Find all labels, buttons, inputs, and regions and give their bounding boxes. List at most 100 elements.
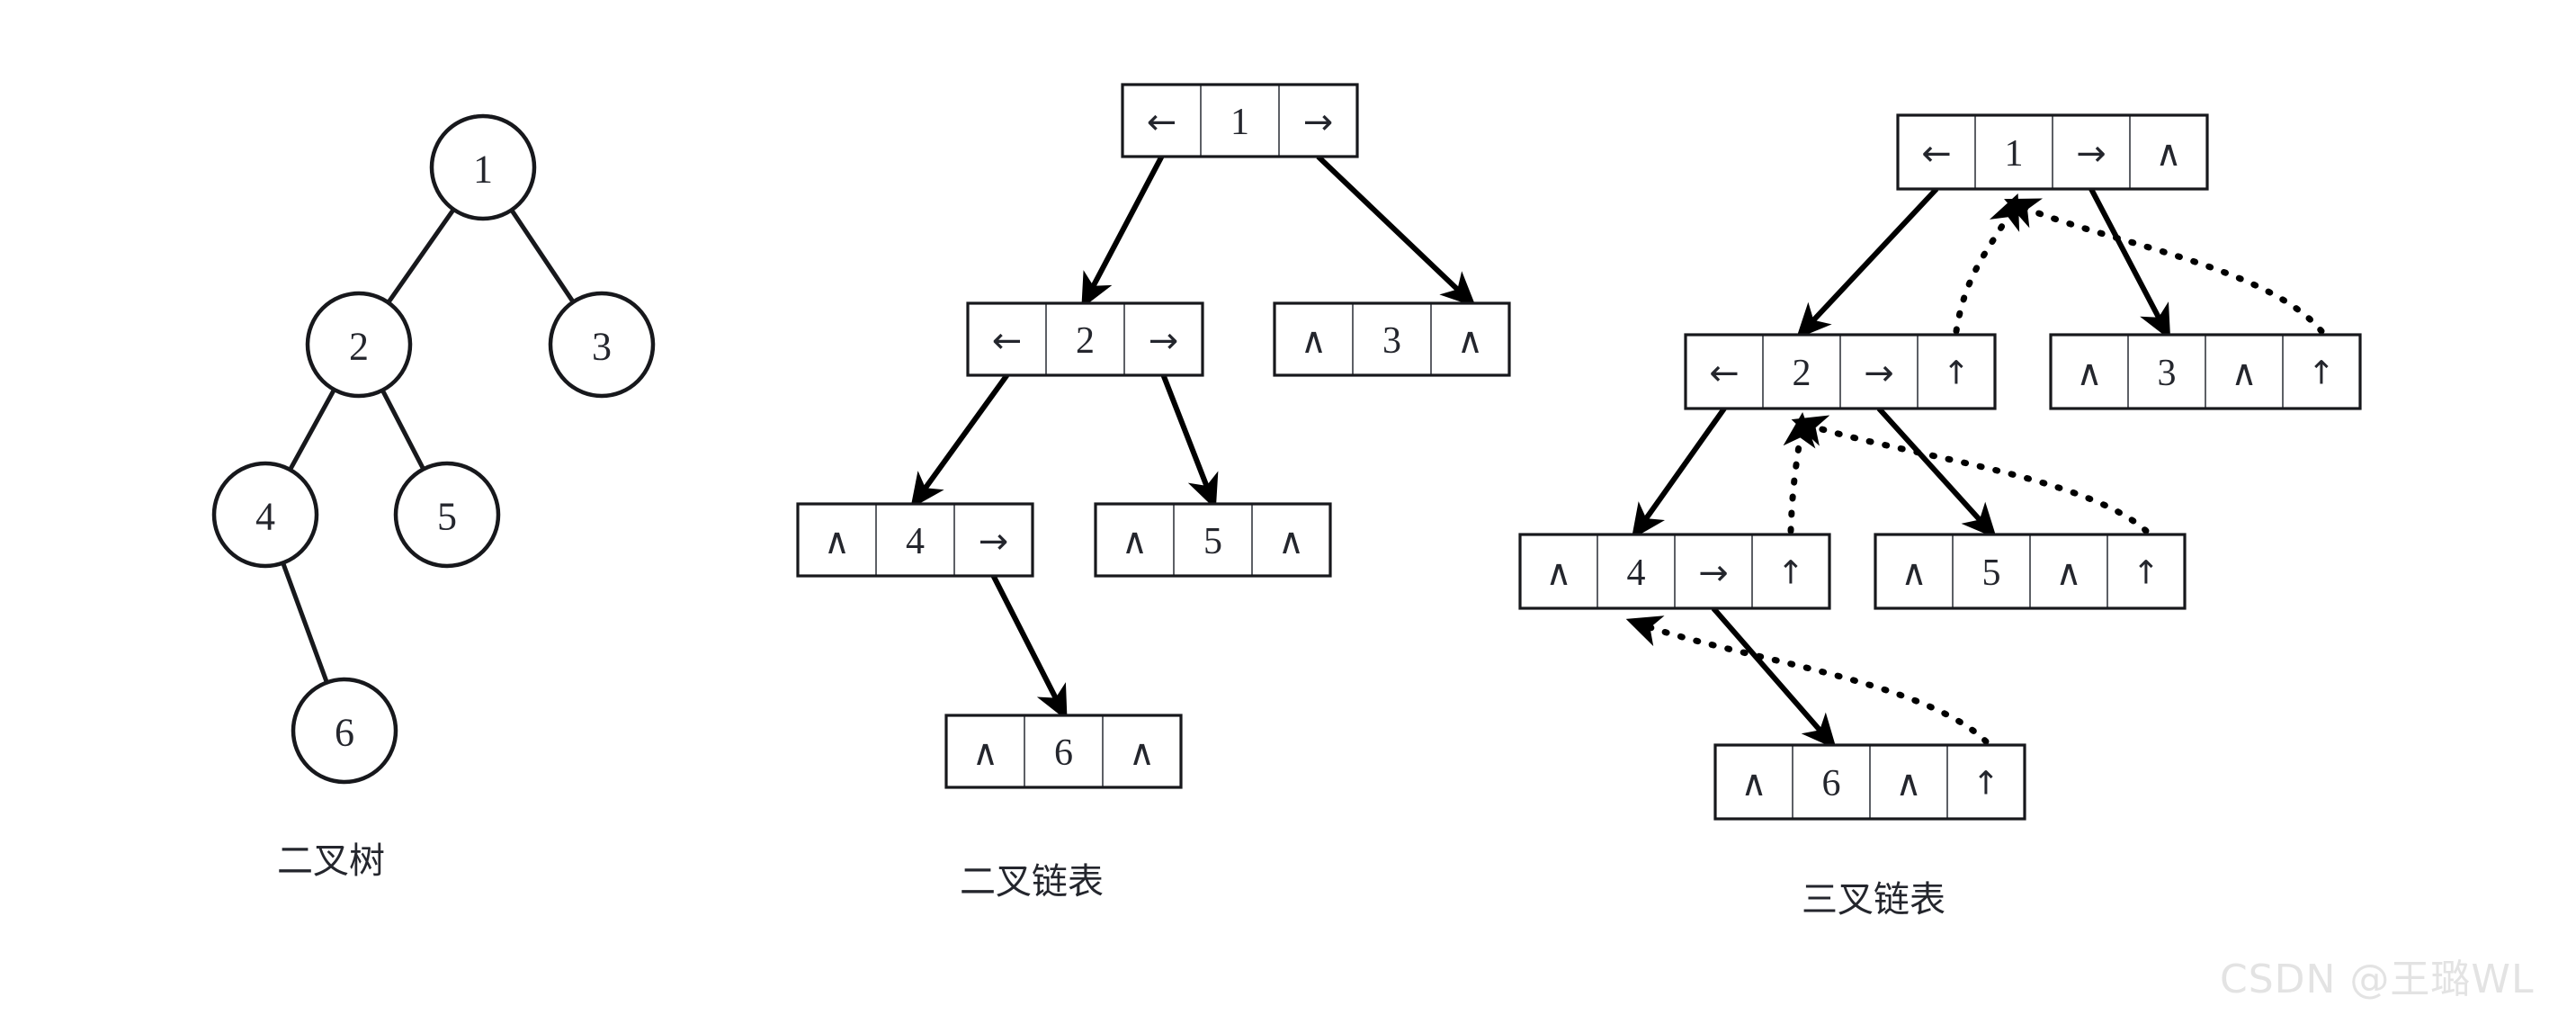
cell-label-trinary-linked-list-2-1: 2 xyxy=(1793,353,1811,394)
cell-label-trinary-linked-list-4-1: 4 xyxy=(1627,552,1646,594)
cell-label-binary-linked-list-4-0: ∧ xyxy=(824,521,850,562)
tree-node-label-5: 5 xyxy=(437,495,457,539)
parent-link-trinary-linked-list-4-2 xyxy=(1783,412,1816,534)
parent-link-trinary-linked-list-3-1 xyxy=(2004,198,2325,335)
node-outline-binary-linked-list-3 xyxy=(1273,301,1511,377)
cell-label-trinary-linked-list-6-2: ∧ xyxy=(1895,763,1921,804)
cell-label-trinary-linked-list-5-2: ∧ xyxy=(2055,552,2081,594)
cell-label-binary-linked-list-3-0: ∧ xyxy=(1301,320,1327,362)
cell-label-trinary-linked-list-5-3: ↑ xyxy=(2133,555,2160,592)
list-links-layer xyxy=(910,154,2325,750)
child-link-binary-linked-list-1-2 xyxy=(1081,155,1165,309)
cell-label-binary-linked-list-3-1: 3 xyxy=(1382,320,1401,362)
tree-node-2 xyxy=(305,291,413,399)
cell-label-trinary-linked-list-2-3: ↑ xyxy=(1943,355,1970,392)
child-link-binary-linked-list-2-5 xyxy=(1160,373,1219,510)
cell-label-trinary-linked-list-1-3: ∧ xyxy=(2155,133,2181,175)
list-nodes-layer: ←1→←2→∧3∧∧4→∧5∧∧6∧←1→∧←2→↑∧3∧↑∧4→↑∧5∧↑∧6… xyxy=(796,83,2362,821)
cell-box-trinary-linked-list-1-2 xyxy=(2052,114,2131,190)
tree-nodes-layer: 1 2 3 4 5 6 xyxy=(211,113,656,785)
tree-node-5 xyxy=(393,461,501,569)
cell-label-binary-linked-list-4-2: → xyxy=(979,521,1009,562)
list-node-trinary-linked-list-4: ∧ 4 → ↑ xyxy=(1518,533,1831,610)
node-outline-trinary-linked-list-4 xyxy=(1518,533,1831,610)
cell-label-trinary-linked-list-6-3: ↑ xyxy=(1972,766,1999,803)
tree-node-label-4: 4 xyxy=(255,495,275,539)
cell-box-binary-linked-list-3-1 xyxy=(1352,302,1432,376)
caption-binary-tree: 二叉树 xyxy=(277,840,385,882)
cell-label-trinary-linked-list-6-1: 6 xyxy=(1822,763,1841,804)
tree-node-label-6: 6 xyxy=(335,711,354,755)
cell-box-trinary-linked-list-2-2 xyxy=(1839,334,1919,409)
list-node-binary-linked-list-1: ←1→ xyxy=(1121,83,1359,158)
cell-label-binary-linked-list-5-0: ∧ xyxy=(1122,521,1148,562)
cell-label-binary-linked-list-3-2: ∧ xyxy=(1457,320,1483,362)
node-outline-trinary-linked-list-3 xyxy=(2049,333,2362,410)
cell-label-trinary-linked-list-4-0: ∧ xyxy=(1545,552,1571,594)
list-node-trinary-linked-list-2: ← 2 → ↑ xyxy=(1684,333,1997,410)
cell-label-trinary-linked-list-3-0: ∧ xyxy=(2076,353,2102,394)
cell-label-trinary-linked-list-4-2: → xyxy=(1698,552,1729,594)
tree-edge-1-3 xyxy=(510,209,575,303)
child-link-binary-linked-list-4-6 xyxy=(990,574,1068,722)
list-node-binary-linked-list-2: ←2→ xyxy=(966,301,1204,377)
caption-trinary-linked-list: 三叉链表 xyxy=(1802,879,1945,921)
node-outline-trinary-linked-list-2 xyxy=(1684,333,1997,410)
cell-label-trinary-linked-list-3-3: ↑ xyxy=(2308,355,2335,392)
caption-binary-linked-list: 二叉链表 xyxy=(960,861,1104,903)
cell-label-binary-linked-list-1-0: ← xyxy=(1147,102,1177,143)
cell-label-binary-linked-list-4-1: 4 xyxy=(906,521,925,562)
tree-node-3 xyxy=(548,291,656,399)
cell-label-binary-linked-list-2-0: ← xyxy=(992,320,1023,362)
tree-node-label-3: 3 xyxy=(592,325,612,369)
node-outline-trinary-linked-list-5 xyxy=(1874,533,2187,610)
tree-edges-layer xyxy=(281,209,575,683)
list-node-binary-linked-list-3: ∧ 3 ∧ xyxy=(1273,301,1511,377)
child-link-trinary-linked-list-1-3 xyxy=(2089,187,2171,340)
child-link-trinary-linked-list-2-4 xyxy=(1631,407,1727,540)
child-link-binary-linked-list-1-3 xyxy=(1316,154,1477,308)
cell-label-trinary-linked-list-2-2: → xyxy=(1864,353,1894,394)
list-node-trinary-linked-list-1: ←1→∧ xyxy=(1896,113,2209,191)
cell-box-trinary-linked-list-5-0 xyxy=(1874,534,1954,609)
tree-edge-2-5 xyxy=(380,390,425,470)
node-outline-binary-linked-list-2 xyxy=(966,301,1204,377)
cell-label-binary-linked-list-5-1: 5 xyxy=(1203,521,1222,562)
tree-edge-1-2 xyxy=(387,209,455,303)
cell-box-trinary-linked-list-1-3 xyxy=(2129,114,2208,190)
tree-node-1 xyxy=(429,113,537,221)
cell-label-trinary-linked-list-1-2: → xyxy=(2076,133,2106,175)
node-outline-binary-linked-list-4 xyxy=(796,502,1034,578)
cell-label-binary-linked-list-6-0: ∧ xyxy=(972,732,998,774)
cell-box-binary-linked-list-1-2 xyxy=(1278,84,1358,157)
tree-node-label-2: 2 xyxy=(349,325,369,369)
cell-box-trinary-linked-list-6-0 xyxy=(1714,744,1793,820)
tree-edge-2-4 xyxy=(288,389,336,471)
cell-box-trinary-linked-list-5-2 xyxy=(2029,534,2108,609)
cell-label-binary-linked-list-5-2: ∧ xyxy=(1278,521,1304,562)
tree-edge-4-6 xyxy=(281,562,329,683)
cell-box-trinary-linked-list-6-1 xyxy=(1792,744,1871,820)
list-node-binary-linked-list-6: ∧6∧ xyxy=(944,714,1183,789)
node-outline-trinary-linked-list-6 xyxy=(1713,743,2026,821)
cell-label-binary-linked-list-1-2: → xyxy=(1303,102,1334,143)
node-outline-trinary-linked-list-1 xyxy=(1896,113,2209,191)
node-outline-binary-linked-list-1 xyxy=(1121,83,1359,158)
list-node-binary-linked-list-4: ∧ 4 → xyxy=(796,502,1034,578)
child-link-trinary-linked-list-2-5 xyxy=(1876,406,1998,539)
tree-node-label-1: 1 xyxy=(473,148,493,192)
list-node-trinary-linked-list-6: ∧6∧↑ xyxy=(1713,743,2026,821)
captions-layer: 二叉树二叉链表 三叉链表 xyxy=(277,840,1945,921)
child-link-binary-linked-list-2-4 xyxy=(910,373,1009,509)
cell-label-trinary-linked-list-4-3: ↑ xyxy=(1777,555,1804,592)
cell-box-binary-linked-list-5-0 xyxy=(1095,503,1175,577)
watermark: CSDN @王璐WL xyxy=(2220,957,2535,1002)
parent-link-trinary-linked-list-6-4 xyxy=(1625,615,1990,745)
cell-box-trinary-linked-list-3-1 xyxy=(2127,334,2206,409)
node-outline-binary-linked-list-5 xyxy=(1094,502,1332,578)
cell-label-binary-linked-list-2-1: 2 xyxy=(1076,320,1095,362)
cell-label-trinary-linked-list-5-0: ∧ xyxy=(1901,552,1927,594)
cell-label-trinary-linked-list-2-0: ← xyxy=(1709,353,1740,394)
